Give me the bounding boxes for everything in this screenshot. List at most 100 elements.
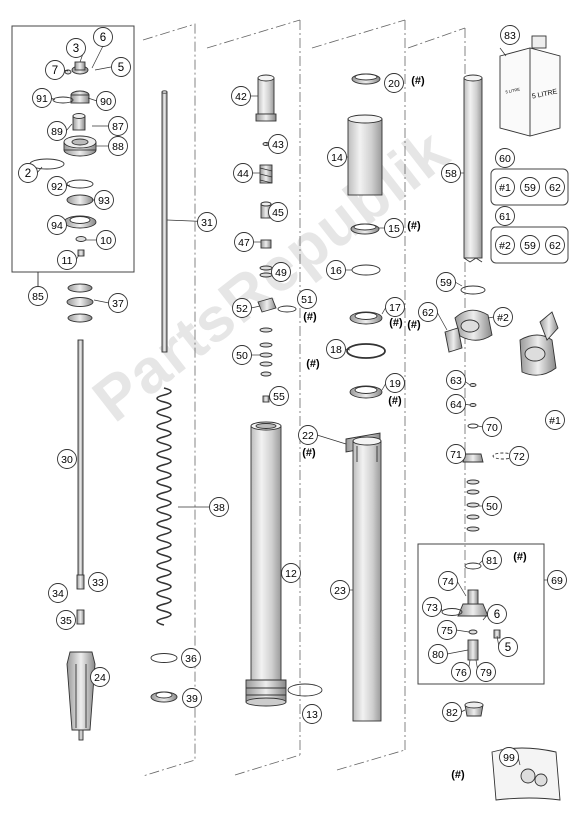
kit-circle bbox=[495, 235, 515, 255]
callout-number: 10 bbox=[100, 235, 112, 247]
callout-number: 35 bbox=[60, 615, 72, 627]
callout-75: 75 bbox=[437, 620, 457, 640]
kit-60-item: #1 bbox=[495, 177, 515, 197]
callout-number: 34 bbox=[52, 588, 64, 600]
base-valve-assembly-box bbox=[417, 543, 545, 685]
callout-90: 90 bbox=[96, 91, 116, 111]
callout-number: 80 bbox=[432, 649, 444, 661]
callout-number: 6 bbox=[494, 609, 500, 621]
kit-circle bbox=[520, 177, 540, 197]
callout-12: 12 bbox=[281, 563, 301, 583]
callout-circle bbox=[493, 307, 513, 327]
callout-number: 20 bbox=[388, 78, 400, 90]
callout-99: 99 bbox=[499, 747, 519, 767]
callout-circle bbox=[93, 27, 113, 47]
kit-circle bbox=[545, 235, 565, 255]
callout-64: 64 bbox=[446, 394, 466, 414]
callout-circle bbox=[232, 298, 252, 318]
kit-61-item: 62 bbox=[545, 235, 565, 255]
callout-circle bbox=[181, 648, 201, 668]
callout-number: 74 bbox=[442, 576, 454, 588]
hash-notes: (#)(#)(#)(#)(#)(#)(#)(#)(#)(#) bbox=[302, 75, 527, 781]
callout-circle bbox=[482, 417, 502, 437]
callout-number: 38 bbox=[213, 502, 225, 514]
leader-line bbox=[316, 434, 347, 445]
callout-number: 2 bbox=[25, 168, 31, 180]
callout-circle bbox=[268, 134, 288, 154]
callout-circle bbox=[495, 148, 515, 168]
callout-circle bbox=[96, 91, 116, 111]
callout-number: 17 bbox=[389, 302, 401, 314]
callout-62: 62 bbox=[418, 302, 438, 322]
callout-circle bbox=[500, 25, 520, 45]
callout-number: 72 bbox=[513, 451, 525, 463]
callout-44: 44 bbox=[233, 163, 253, 183]
callout-49: 49 bbox=[271, 262, 291, 282]
callout-52: 52 bbox=[232, 298, 252, 318]
callout-58: 58 bbox=[441, 163, 461, 183]
callout-number: 82 bbox=[446, 707, 458, 719]
callout-73: 73 bbox=[422, 597, 442, 617]
callout-number: 88 bbox=[112, 141, 124, 153]
leader-line bbox=[456, 580, 467, 597]
hash-note: (#) bbox=[411, 75, 425, 87]
kit-circle bbox=[545, 177, 565, 197]
callout-60: 60 bbox=[495, 148, 515, 168]
callout-circle bbox=[209, 497, 229, 517]
callout-number: 5 bbox=[118, 62, 124, 74]
spring-coil bbox=[156, 387, 172, 626]
callout-circle bbox=[182, 688, 202, 708]
callout-circle bbox=[88, 572, 108, 592]
callout-20: 20 bbox=[384, 73, 404, 93]
callout-number: 43 bbox=[272, 139, 284, 151]
callout-circle bbox=[47, 215, 67, 235]
callout-number: 93 bbox=[98, 195, 110, 207]
hash-note: (#) bbox=[513, 551, 527, 563]
callout-number: 52 bbox=[236, 303, 248, 315]
callout-number: 62 bbox=[422, 307, 434, 319]
hash-note: (#) bbox=[388, 395, 402, 407]
callout-hash1: #1 bbox=[545, 410, 565, 430]
callout-circle bbox=[509, 446, 529, 466]
callout-10: 10 bbox=[96, 230, 116, 250]
callout-circle bbox=[48, 583, 68, 603]
callout-number: 64 bbox=[450, 399, 462, 411]
callout-number: 23 bbox=[334, 585, 346, 597]
callout-number: 73 bbox=[426, 602, 438, 614]
callout-number: 71 bbox=[450, 449, 462, 461]
callout-circle bbox=[47, 176, 67, 196]
callout-circle bbox=[499, 747, 519, 767]
callout-88: 88 bbox=[108, 136, 128, 156]
callout-82: 82 bbox=[442, 702, 462, 722]
callout-circle bbox=[96, 230, 116, 250]
callout-6: 6 bbox=[487, 604, 507, 624]
kit-number: #1 bbox=[499, 182, 511, 194]
cap-assembly-box bbox=[11, 25, 135, 273]
callout-3: 3 bbox=[66, 38, 86, 58]
callout-number: 24 bbox=[94, 672, 106, 684]
callout-circle bbox=[197, 212, 217, 232]
leader-line bbox=[65, 123, 73, 132]
kit-60-item: 62 bbox=[545, 177, 565, 197]
right-tube-column bbox=[441, 74, 559, 717]
kit-number: 62 bbox=[549, 182, 561, 194]
kit-61-item: 59 bbox=[520, 235, 540, 255]
callout-circle bbox=[94, 190, 114, 210]
leader-line bbox=[454, 281, 463, 287]
callout-5: 5 bbox=[111, 57, 131, 77]
callout-37: 37 bbox=[108, 293, 128, 313]
callout-70: 70 bbox=[482, 417, 502, 437]
hash-note: (#) bbox=[407, 319, 421, 331]
callout-number: 39 bbox=[186, 693, 198, 705]
oil-can bbox=[499, 35, 561, 137]
callout-47: 47 bbox=[234, 232, 254, 252]
callout-circle bbox=[446, 394, 466, 414]
callout-number: 99 bbox=[503, 752, 515, 764]
kit-61-item: #2 bbox=[495, 235, 515, 255]
callout-circle bbox=[108, 136, 128, 156]
callout-circle bbox=[446, 444, 466, 464]
callout-63: 63 bbox=[446, 370, 466, 390]
damper-rod bbox=[66, 339, 96, 741]
